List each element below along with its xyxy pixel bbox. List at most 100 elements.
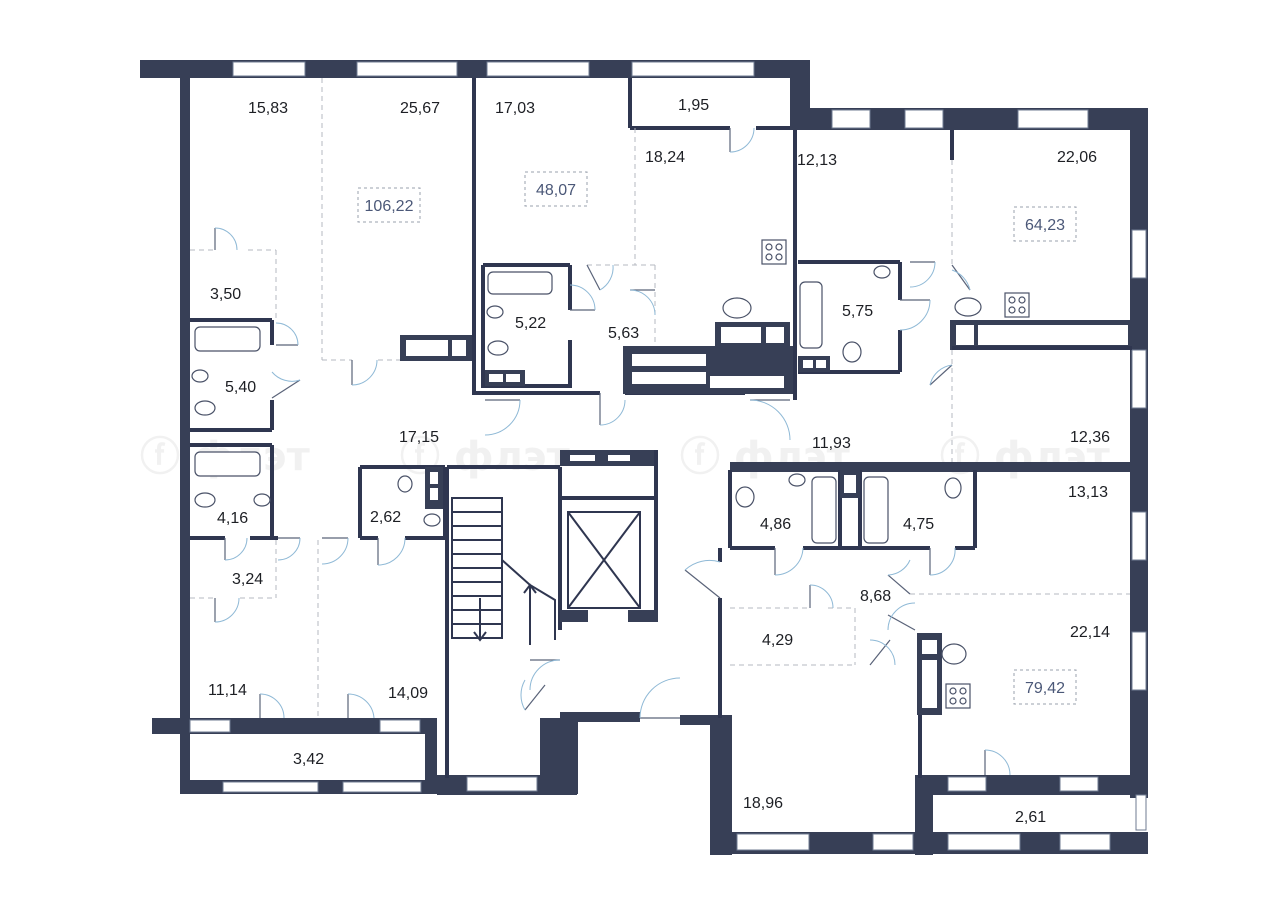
wall-bottom-left xyxy=(180,718,435,734)
watermark-logo: ⓕ флэт xyxy=(680,434,851,480)
door xyxy=(214,597,240,623)
sink-icon xyxy=(191,369,209,383)
door xyxy=(277,537,301,561)
window xyxy=(872,833,914,851)
door xyxy=(984,749,1011,776)
door xyxy=(275,322,299,346)
window xyxy=(831,109,871,129)
room-area: 8,68 xyxy=(860,588,891,605)
door xyxy=(586,264,614,291)
room-area: 18,24 xyxy=(645,149,685,166)
door xyxy=(599,393,626,426)
window xyxy=(1131,511,1147,561)
door xyxy=(520,679,546,711)
room-area: 22,06 xyxy=(1057,149,1097,166)
door xyxy=(749,399,791,441)
door xyxy=(321,537,349,565)
room-area: 13,13 xyxy=(1068,484,1108,501)
total-box xyxy=(1013,206,1077,242)
apartment-total: 48,07 xyxy=(536,182,576,199)
door xyxy=(899,299,931,331)
window xyxy=(1131,631,1147,691)
door xyxy=(887,559,911,595)
door xyxy=(214,227,238,251)
room-area: 12,13 xyxy=(797,152,837,169)
wall-lobby-bottom-right xyxy=(680,715,730,725)
watermark-logos: ⓕ флэт ⓕ флэт ⓕ флэт ⓕ флэт xyxy=(140,434,1111,480)
stove-icon xyxy=(945,683,971,709)
door xyxy=(887,602,916,631)
window xyxy=(1059,833,1111,851)
door xyxy=(377,537,406,566)
sink-icon xyxy=(397,475,413,493)
window xyxy=(189,719,231,733)
door xyxy=(684,559,721,599)
wall-lobby-bottom xyxy=(560,712,640,722)
door xyxy=(729,127,755,153)
door xyxy=(351,359,378,386)
doors xyxy=(214,127,1011,776)
window xyxy=(1017,109,1089,129)
door xyxy=(347,693,375,719)
window xyxy=(1131,349,1147,409)
toilet-icon xyxy=(735,486,755,508)
door xyxy=(259,693,285,719)
wall-apartment-divider xyxy=(730,462,1132,472)
door xyxy=(869,639,896,666)
apartment-total: 79,42 xyxy=(1025,680,1065,697)
room-area: 11,14 xyxy=(208,682,247,699)
room-area: 15,83 xyxy=(248,100,288,117)
wall-balcony-right xyxy=(425,718,437,794)
bathtub-icon xyxy=(487,271,553,295)
room-area: 4,29 xyxy=(762,632,793,649)
apartment-totals: 106,22 48,07 64,23 79,42 xyxy=(357,171,1077,705)
window xyxy=(232,61,306,77)
window xyxy=(947,833,1021,851)
room-area: 12,36 xyxy=(1070,429,1110,446)
wall-lift xyxy=(560,610,588,622)
room-area: 3,50 xyxy=(210,286,241,303)
toilet-icon xyxy=(842,341,862,363)
door xyxy=(484,399,521,436)
room-area: 25,67 xyxy=(400,100,440,117)
bathtub-icon xyxy=(799,281,823,349)
staircase xyxy=(451,497,556,645)
window xyxy=(904,109,944,129)
door xyxy=(951,264,971,291)
door xyxy=(929,364,953,386)
fixtures xyxy=(191,239,1030,709)
room-area: 5,75 xyxy=(842,303,873,320)
window xyxy=(947,776,987,792)
zone-boundaries xyxy=(190,78,1130,718)
toilet-icon xyxy=(194,492,216,508)
sink-icon xyxy=(722,297,752,319)
door xyxy=(639,677,681,719)
window xyxy=(1131,229,1147,279)
sink-icon xyxy=(486,305,504,319)
room-area: 14,09 xyxy=(388,685,428,702)
stove-icon xyxy=(1004,292,1030,318)
sink-icon xyxy=(253,493,271,507)
wall-balcony2-left xyxy=(915,775,933,855)
room-area: 5,63 xyxy=(608,325,639,342)
door xyxy=(929,547,956,576)
window xyxy=(356,61,458,77)
apartment-total: 64,23 xyxy=(1025,217,1065,234)
room-area-labels: 15,83 25,67 17,03 1,95 18,24 12,13 22,06… xyxy=(208,97,1110,826)
watermark-logo: ⓕ флэт xyxy=(940,434,1111,480)
room-area: 17,03 xyxy=(495,100,535,117)
room-area: 17,15 xyxy=(399,429,439,446)
window xyxy=(486,61,590,77)
sink-icon xyxy=(941,643,967,665)
room-area: 5,22 xyxy=(515,315,546,332)
room-area: 18,96 xyxy=(743,795,783,812)
room-area: 1,95 xyxy=(678,97,709,114)
door xyxy=(569,284,596,311)
interior-walls xyxy=(190,78,1132,778)
window xyxy=(466,776,538,792)
room-area: 2,61 xyxy=(1015,809,1046,826)
apartment-total: 106,22 xyxy=(365,198,414,215)
door xyxy=(224,537,248,561)
toilet-icon xyxy=(944,477,962,499)
